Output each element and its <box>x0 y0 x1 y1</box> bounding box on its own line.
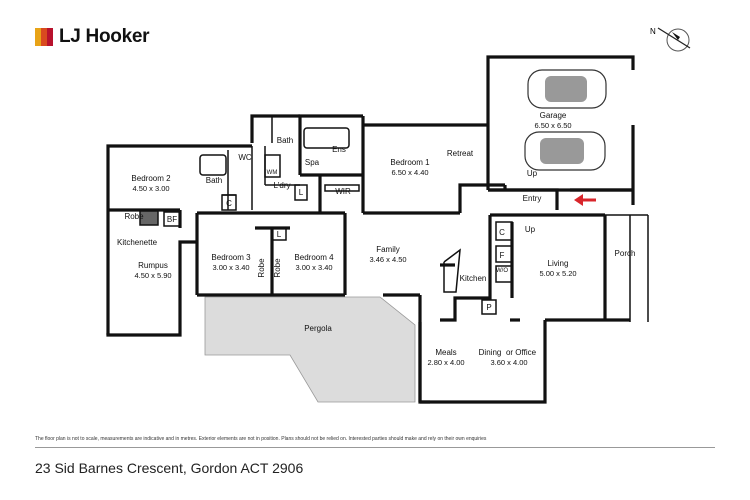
pergola-area <box>204 296 416 403</box>
car-icon-1 <box>527 69 607 109</box>
cupboard-kitchen-label: C <box>499 228 505 237</box>
entry-arrow-icon <box>574 194 596 206</box>
dining-label: Dining <box>479 348 502 357</box>
lj-hooker-logo: LJ Hooker <box>35 26 150 48</box>
bf-label: BF <box>167 215 177 224</box>
bedroom4-label: Bedroom 4 <box>294 253 334 262</box>
kitchen-label: Kitchen <box>460 274 487 283</box>
fridge-label: F <box>500 251 505 260</box>
living-label: Living <box>548 259 569 268</box>
retreat-label: Retreat <box>447 149 474 158</box>
rumpus-dim: 4.50 x 5.90 <box>134 271 171 280</box>
bedroom2-label: Bedroom 2 <box>131 174 171 183</box>
kitchenette-label: Kitchenette <box>117 238 158 247</box>
robe-bedroom3-label: Robe <box>257 258 266 278</box>
garage-label: Garage <box>540 111 567 120</box>
bedroom2-dim: 4.50 x 3.00 <box>132 184 169 193</box>
cupboard-label: C <box>226 199 232 208</box>
robe-bedroom4-label: Robe <box>273 258 282 278</box>
wm-label: WM <box>267 170 278 176</box>
entry-label: Entry <box>523 194 542 203</box>
family-label: Family <box>376 245 400 254</box>
living-dim: 5.00 x 5.20 <box>539 269 576 278</box>
logo-mark-icon <box>35 28 53 46</box>
bath-label: Bath <box>206 176 222 185</box>
meals-label: Meals <box>435 348 456 357</box>
spa-label: Spa <box>305 158 320 167</box>
disclaimer-text: The floor plan is not to scale, measurem… <box>35 436 487 442</box>
ens-label: Ens <box>332 145 346 154</box>
pantry-label: P <box>486 303 491 312</box>
bath-ensuite-label: Bath <box>277 136 293 145</box>
rumpus-label: Rumpus <box>138 261 168 270</box>
robe-bedroom2-label: Robe <box>124 212 144 221</box>
garage-dim: 6.50 x 6.50 <box>534 121 571 130</box>
linen-label: L <box>299 188 304 197</box>
bedroom4-dim: 3.00 x 3.40 <box>295 263 332 272</box>
logo-text: LJ Hooker <box>59 26 150 47</box>
pergola-label: Pergola <box>304 324 332 333</box>
compass-north-label: N <box>650 27 656 36</box>
divider <box>35 447 715 448</box>
laundry-label: L'dry <box>273 181 290 190</box>
entry-up-label: Up <box>525 225 536 234</box>
dining-dim: 3.60 x 4.00 <box>490 358 527 367</box>
bedroom1-label: Bedroom 1 <box>390 158 430 167</box>
garage-up-label: Up <box>527 169 538 178</box>
bedroom3-label: Bedroom 3 <box>211 253 251 262</box>
wall-oven-label: W/O <box>496 268 508 274</box>
family-dim: 3.46 x 4.50 <box>369 255 406 264</box>
wir-label: WIR <box>335 187 351 196</box>
car-icon-2 <box>524 131 606 171</box>
compass-icon: N <box>650 27 691 52</box>
wc-label: WC <box>238 153 252 162</box>
bedroom1-dim: 6.50 x 4.40 <box>391 168 428 177</box>
bedroom3-dim: 3.00 x 3.40 <box>212 263 249 272</box>
meals-dim: 2.80 x 4.00 <box>427 358 464 367</box>
dining-or-office-label: or Office <box>506 348 537 357</box>
property-address: 23 Sid Barnes Crescent, Gordon ACT 2906 <box>35 460 304 476</box>
linen-hall-label: L <box>277 230 282 239</box>
porch-label: Porch <box>615 249 636 258</box>
